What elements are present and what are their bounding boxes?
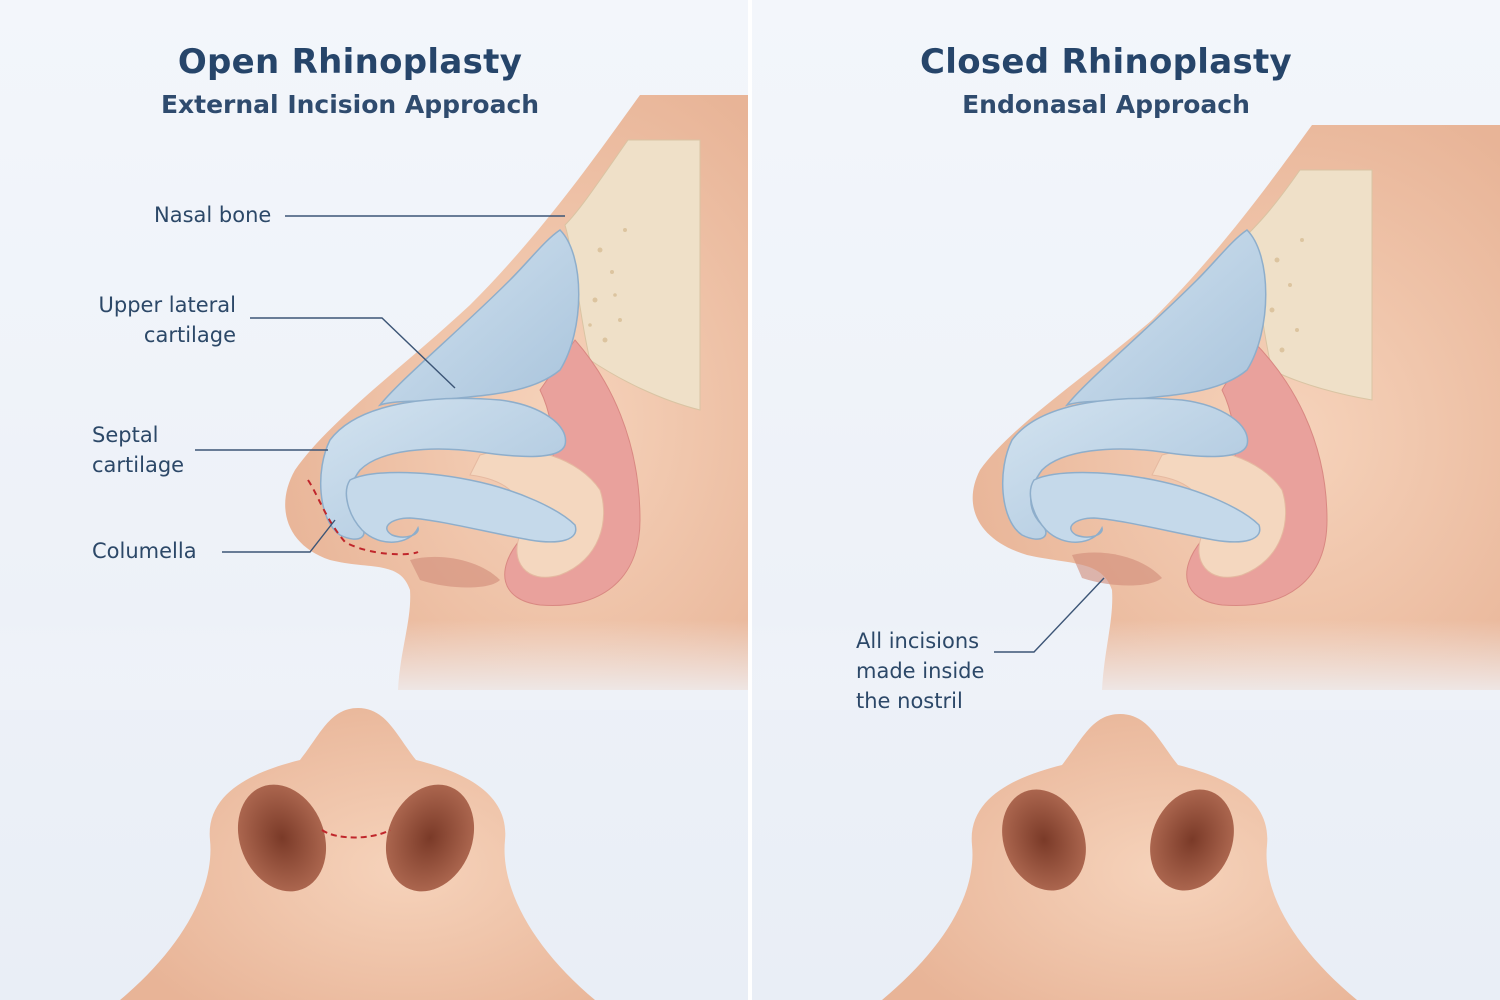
label-line: All incisions xyxy=(856,629,980,653)
label-columella: Columella xyxy=(92,539,197,563)
label-line: Upper lateral xyxy=(98,293,236,317)
open-incision-profile xyxy=(307,479,419,556)
label-line: cartilage xyxy=(143,323,236,347)
base-view-nose xyxy=(882,714,1357,1000)
right-nostril xyxy=(1150,789,1234,891)
columella-incision xyxy=(321,829,391,839)
label-nasal-bone: Nasal bone xyxy=(154,203,272,227)
panel-subtitle: External Incision Approach xyxy=(160,90,540,119)
open-rhinoplasty-illustration xyxy=(0,95,748,1000)
nasal-bone-shape xyxy=(564,139,701,411)
left-nostril xyxy=(1002,789,1086,891)
base-view-nose xyxy=(120,708,595,1000)
panel-divider xyxy=(748,0,752,1000)
leader-upper-lateral xyxy=(250,317,456,389)
label-incisions-inside-nostril: All incisions made inside the nostril xyxy=(856,626,984,716)
closed-rhinoplasty-illustration xyxy=(752,125,1500,1000)
lower-lateral-cartilage xyxy=(1002,397,1249,540)
label-line: Septal xyxy=(92,423,159,447)
panel-subtitle: Endonasal Approach xyxy=(962,90,1250,119)
nostril-profile xyxy=(410,556,500,588)
lower-lateral-cartilage xyxy=(320,397,567,540)
nostril-profile xyxy=(1072,552,1162,586)
panel-title: Open Rhinoplasty xyxy=(177,42,523,82)
septal-cartilage xyxy=(345,471,577,543)
right-nostril xyxy=(385,784,475,892)
open-rhinoplasty-panel: Open Rhinoplasty External Incision Appro… xyxy=(0,0,748,1000)
label-line: cartilage xyxy=(92,453,185,477)
panel-title: Closed Rhinoplasty xyxy=(919,42,1293,82)
closed-rhinoplasty-panel: Closed Rhinoplasty Endonasal Approach Al… xyxy=(752,0,1500,1000)
label-line: the nostril xyxy=(856,689,963,713)
leader-columella xyxy=(222,519,336,553)
label-line: made inside xyxy=(856,659,985,683)
label-upper-lateral-cartilage: Upper lateral cartilage xyxy=(92,290,236,350)
label-septal-cartilage: Septal cartilage xyxy=(92,420,184,480)
left-nostril xyxy=(237,784,327,892)
leader-incisions xyxy=(994,577,1105,653)
septal-cartilage xyxy=(1029,471,1261,543)
